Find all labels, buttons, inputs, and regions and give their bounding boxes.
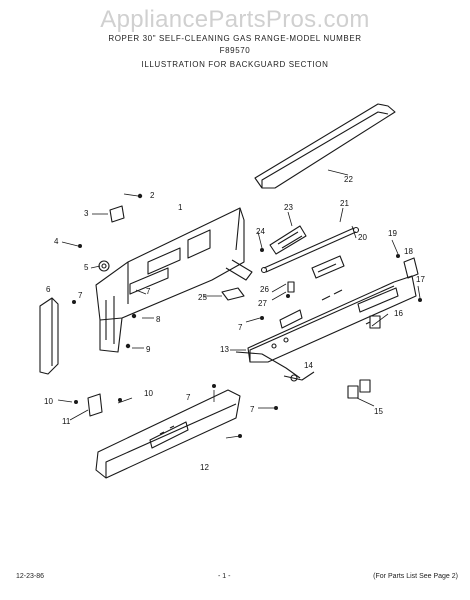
callout-label: 10	[144, 389, 153, 398]
callout-label: 4	[54, 237, 59, 246]
callout-label: 13	[220, 345, 229, 354]
callout-label: 7	[78, 291, 83, 300]
callout-label: 6	[46, 285, 51, 294]
part-21-rod	[260, 226, 360, 274]
page-number: - 1 -	[218, 573, 231, 580]
callout-label: 8	[156, 315, 161, 324]
callout-label: 9	[146, 345, 151, 354]
part-15-knobs	[347, 379, 371, 399]
part-26-spacer	[287, 281, 295, 293]
part-16-switch	[365, 315, 381, 329]
callout-label: 19	[388, 229, 397, 238]
watermark: AppliancePartsPros.com	[100, 6, 370, 33]
callout-label: 22	[344, 175, 353, 184]
part-25-clip	[221, 287, 245, 301]
part-23-bracket	[269, 225, 307, 255]
callout-label: 20	[358, 233, 367, 242]
part-6-side-panel	[39, 297, 59, 375]
callout-label: 25	[198, 293, 207, 302]
callout-label: 11	[62, 417, 71, 426]
callout-label: 2	[150, 191, 155, 200]
diagram-title: ROPER 30" SELF-CLEANING GAS RANGE-MODEL …	[108, 34, 362, 43]
model-number: F89570	[219, 46, 251, 55]
callout-label: 7	[146, 287, 151, 296]
part-22-trim	[254, 103, 396, 189]
callout-label: 7	[250, 405, 255, 414]
part-12-lower-panel	[95, 389, 241, 479]
control-panel	[247, 275, 417, 363]
callout-label: 17	[416, 275, 425, 284]
part-3-bracket	[109, 205, 125, 223]
callout-label: 27	[258, 299, 267, 308]
callout-label: 21	[340, 199, 349, 208]
part-5-grommet	[98, 260, 110, 272]
part-18-endcap	[403, 257, 419, 279]
callout-label: 1	[178, 203, 183, 212]
callout-label: 24	[256, 227, 265, 236]
callout-label: 12	[200, 463, 209, 472]
callout-label: 7	[238, 323, 243, 332]
callout-label: 7	[186, 393, 191, 402]
part-20-bracket	[311, 255, 345, 279]
part-11-bracket	[87, 393, 103, 417]
callout-label: 16	[394, 309, 403, 318]
callout-label: 15	[374, 407, 383, 416]
callout-label: 23	[284, 203, 293, 212]
callout-label: 10	[44, 397, 53, 406]
callout-label: 3	[84, 209, 89, 218]
callout-label: 18	[404, 247, 413, 256]
part-1-frame	[95, 207, 253, 353]
callout-label: 14	[304, 361, 313, 370]
diagram-subtitle: ILLUSTRATION FOR BACKGUARD SECTION	[141, 60, 329, 69]
part-13-wire	[235, 351, 315, 382]
footer-date: 12-23-86	[16, 573, 45, 580]
callout-label: 5	[84, 263, 89, 272]
callout-label: 26	[260, 285, 269, 294]
parts-list-note: (For Parts List See Page 2)	[373, 573, 458, 580]
